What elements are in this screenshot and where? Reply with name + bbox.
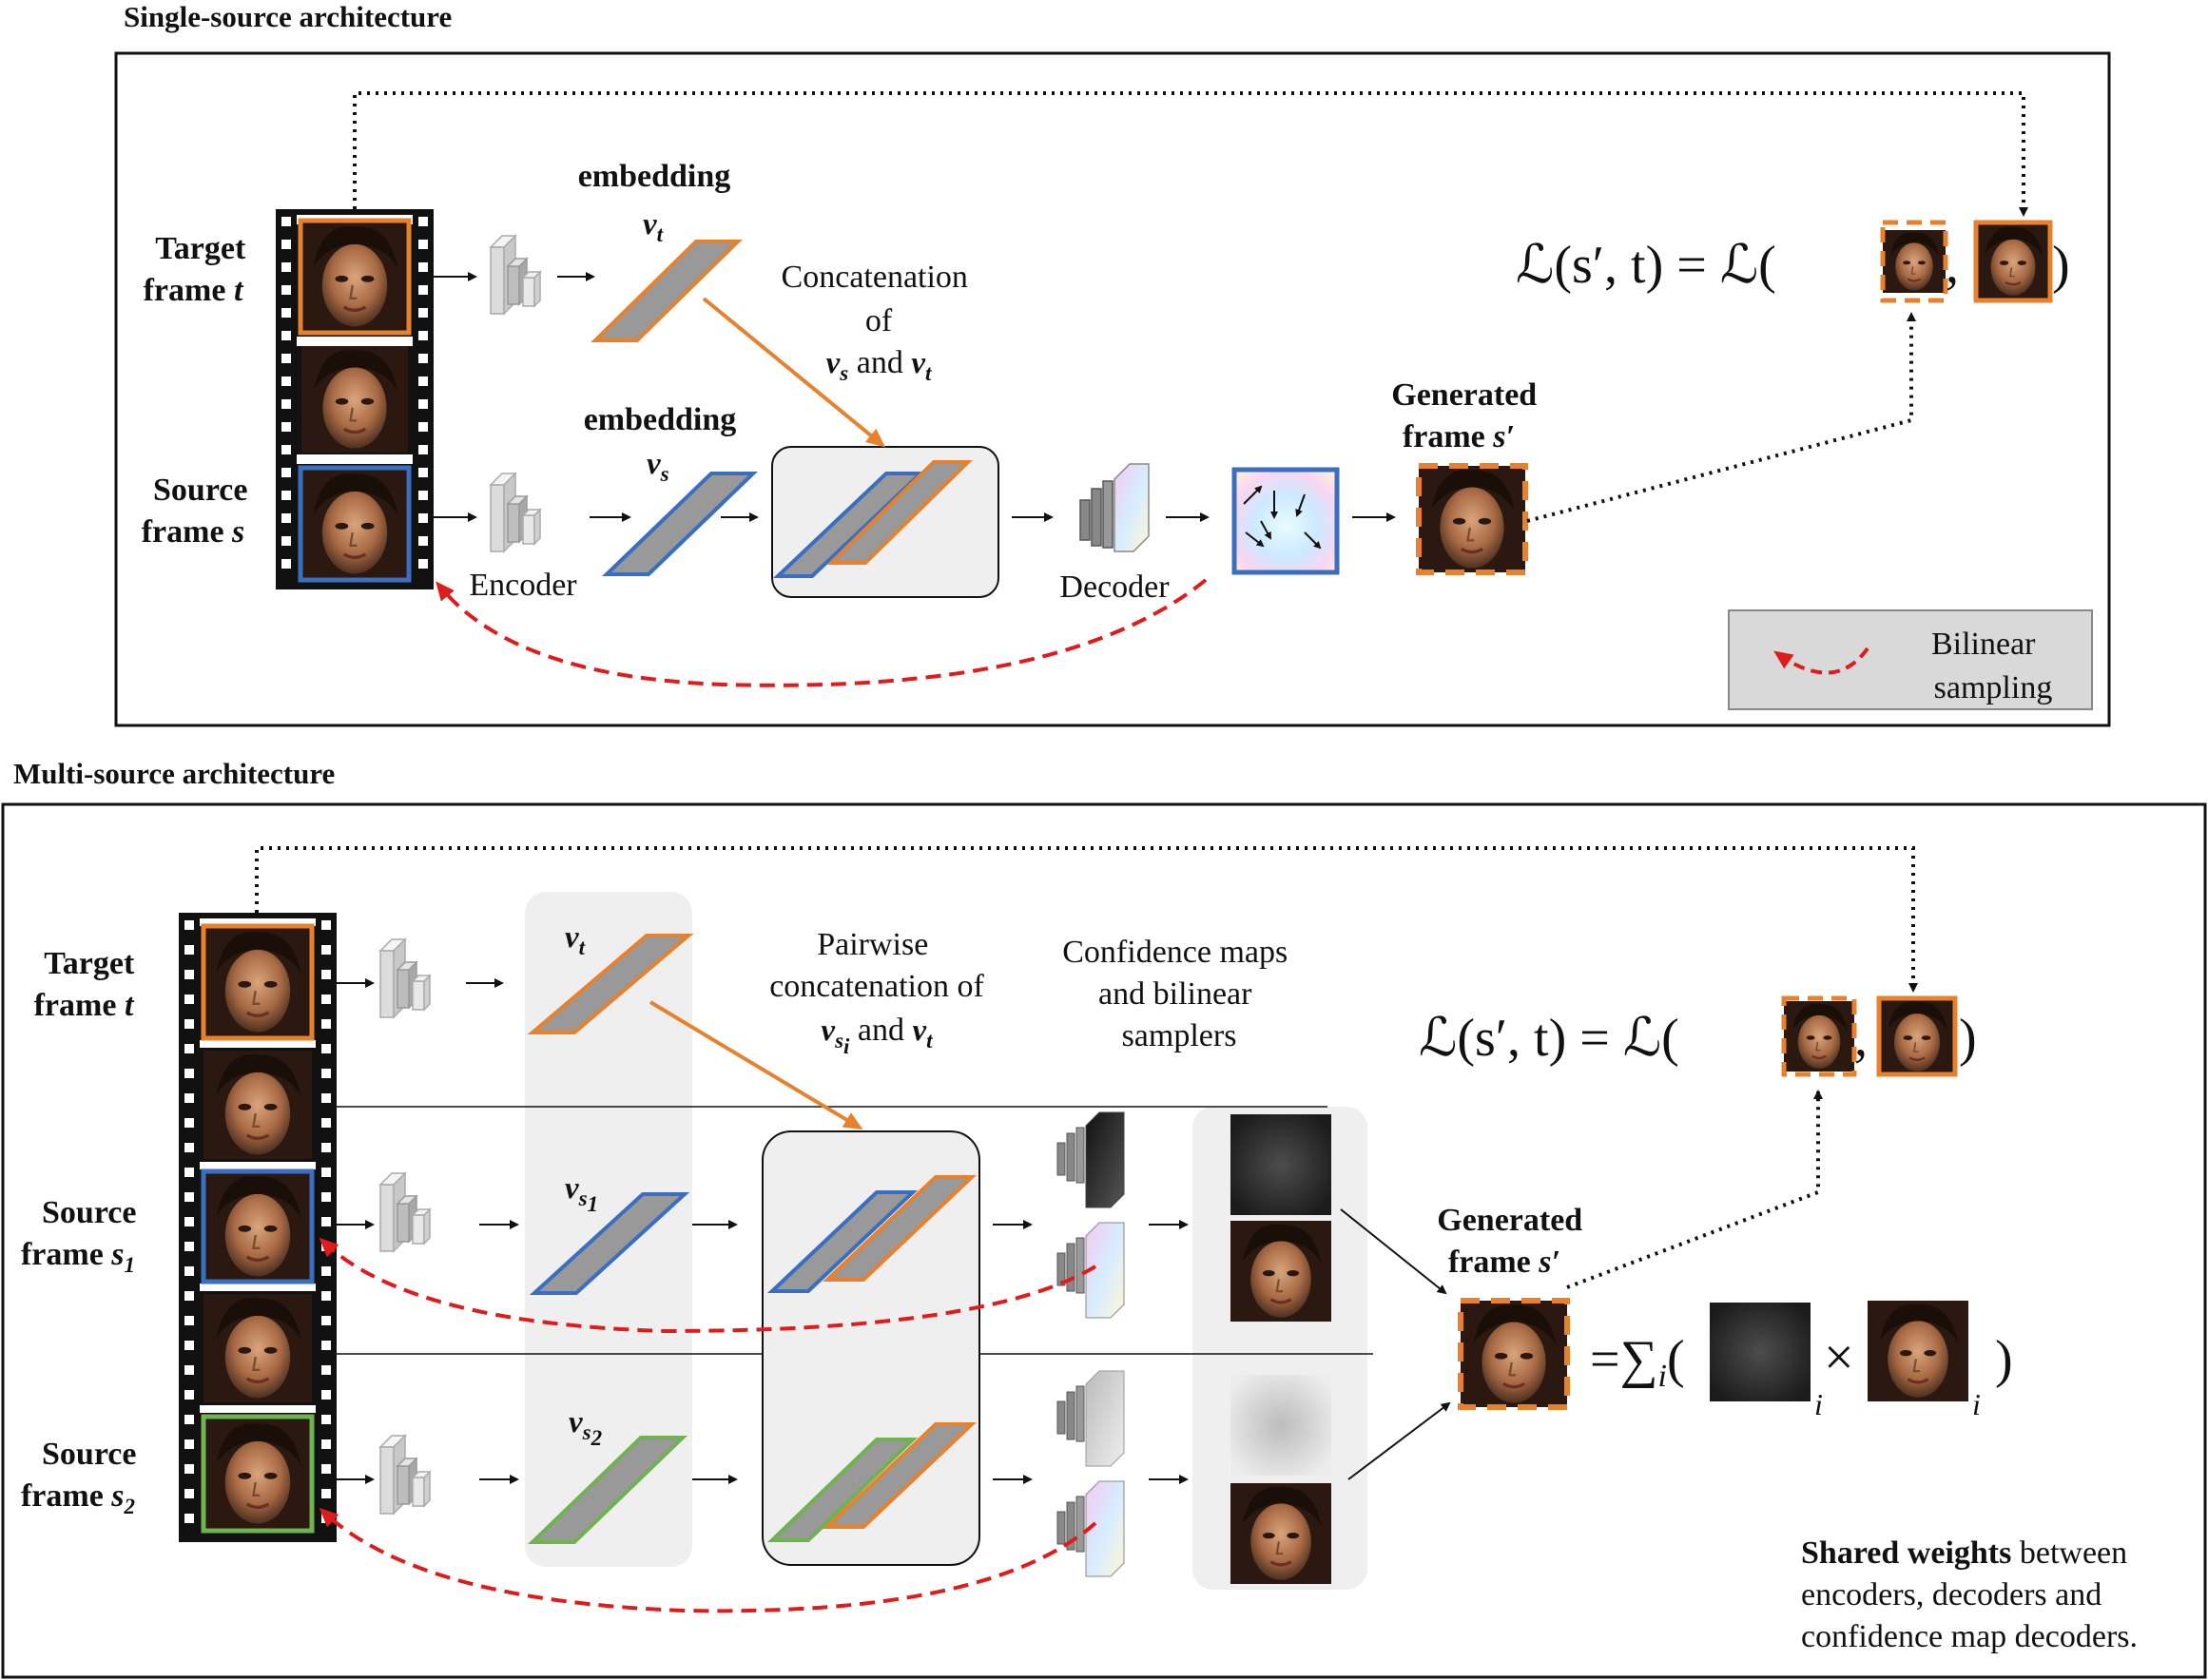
sum-close: ): [1995, 1330, 2013, 1389]
multi-loss-formula: ℒ(s′, t) = ℒ(: [1419, 1009, 1679, 1068]
single-frame: [114, 51, 2111, 727]
concat-vt-bar: [826, 460, 973, 565]
sum-operator: =∑i(: [1590, 1330, 1685, 1394]
warped-frame-2: [1230, 1483, 1331, 1584]
concat-caption: Concatenation of: [782, 260, 977, 338]
multi-source1-image: [203, 1171, 312, 1282]
multi-film-strip: [179, 913, 337, 1542]
multi-source1-label: Source frame s1: [21, 1195, 145, 1277]
multi-vt-to-concat-arrow: [649, 1000, 863, 1130]
film-holes: [281, 217, 428, 569]
single-target-label: Target frame t: [144, 231, 254, 308]
embedding-vs-bar: [602, 472, 758, 576]
multi-encoder-source2-icon: [379, 1435, 431, 1515]
multi-encoder-target-icon: [379, 938, 431, 1018]
multi-confidence-decoder-1: [1056, 1111, 1125, 1208]
confidence-map-2: [1230, 1375, 1331, 1476]
loss-target-image: [1976, 222, 2050, 300]
sum-sub-2: i: [1972, 1387, 1981, 1421]
single-film-strip: [276, 209, 434, 589]
multi-generated-image: [1461, 1301, 1567, 1407]
multi-flow-decoder-1: [1056, 1222, 1125, 1319]
multi-confidence-decoder-2: [1056, 1370, 1125, 1467]
decoder-icon: [1079, 463, 1150, 552]
confidence-caption: Confidence maps and bilinear samplers: [1062, 935, 1296, 1053]
multi-vt-bar: [527, 934, 694, 1034]
concat-vs-vt: vs and vt: [826, 345, 932, 385]
multi-generated-loss-link: [1566, 1090, 1823, 1289]
shared-weights-note: Shared weights between encoders, decoder…: [1801, 1535, 2138, 1654]
generated-frame-image: [1419, 466, 1525, 572]
svg-text:Bilinear sampling: Bilinear sampling: [1931, 627, 2052, 705]
multi-source2-image: [203, 1418, 312, 1530]
warped-frame-1: [1230, 1221, 1331, 1322]
encoder-target-icon: [490, 235, 541, 315]
multi-frame: [1, 802, 2207, 1679]
multi-source2-label: Source frame s2: [21, 1437, 145, 1518]
multi-loss-generated-image: [1784, 999, 1854, 1073]
encoder-label: Encoder: [469, 568, 577, 603]
multi-title: Multi-source architecture: [13, 757, 335, 790]
single-loss-close: ): [2052, 236, 2070, 295]
sampling-legend: Bilinear sampling: [1728, 609, 2093, 710]
confidence-map-1: [1230, 1114, 1331, 1215]
multi-vt-symbol: vt: [565, 920, 586, 959]
sampling-arrow: [436, 578, 1208, 687]
encoder-source-icon: [490, 473, 541, 552]
generated-frame-label: Generated frame s′: [1391, 377, 1544, 454]
multi-sampling-arrow-2: [319, 1507, 1097, 1613]
embedding-vt-symbol: vt: [643, 207, 664, 246]
pairwise-caption: Pairwise concatenation of: [769, 927, 984, 1004]
multi-vs2-symbol: vs2: [569, 1405, 602, 1450]
multi-loss-comma: ,: [1854, 1009, 1868, 1068]
decoder-label: Decoder: [1059, 570, 1170, 605]
multi-target-label: Target frame t: [34, 946, 143, 1023]
generated-loss-link: [1526, 312, 1916, 523]
sum-times: ×: [1824, 1328, 1854, 1387]
multi-target-image: [203, 926, 312, 1038]
multi-flow-decoder-2: [1056, 1480, 1125, 1577]
embedding-t-label: embedding: [578, 159, 731, 194]
single-loss-comma: ,: [1946, 236, 1959, 295]
single-loss-formula: ℒ(s′, t) = ℒ(: [1516, 236, 1776, 295]
multi-generated-label: Generated frame s′: [1437, 1203, 1590, 1280]
pairwise-vsi-vt: vsi and vt: [821, 1013, 933, 1058]
multi-target-loss-link: [255, 846, 1918, 993]
multi-loss-target-image: [1879, 998, 1955, 1074]
embedding-vt-bar: [591, 240, 743, 342]
vt-to-concat-arrow: [702, 297, 886, 448]
multi-vs1-bar: [529, 1192, 690, 1295]
target-frame-image: [300, 221, 409, 333]
loss-generated-image: [1883, 228, 1946, 295]
target-loss-link: [353, 91, 2028, 217]
multi-loss-close: ): [1959, 1009, 1977, 1068]
sum-warped-frame: [1868, 1301, 1968, 1401]
multi-encoder-source1-icon: [379, 1172, 431, 1252]
flow-field-image: [1231, 467, 1340, 575]
embedding-s-label: embedding: [584, 402, 737, 437]
single-title: Single-source architecture: [124, 0, 452, 33]
sum-sub-1: i: [1814, 1387, 1823, 1421]
single-source-label: Source frame s: [142, 473, 256, 550]
sum-confidence-map: [1710, 1303, 1811, 1401]
multi-vs1-symbol: vs1: [565, 1171, 598, 1216]
source-frame-image: [300, 468, 409, 580]
multi-vs2-bar: [528, 1436, 688, 1544]
embedding-vs-symbol: vs: [647, 447, 669, 486]
multi-sampling-arrow-1: [319, 1237, 1097, 1334]
